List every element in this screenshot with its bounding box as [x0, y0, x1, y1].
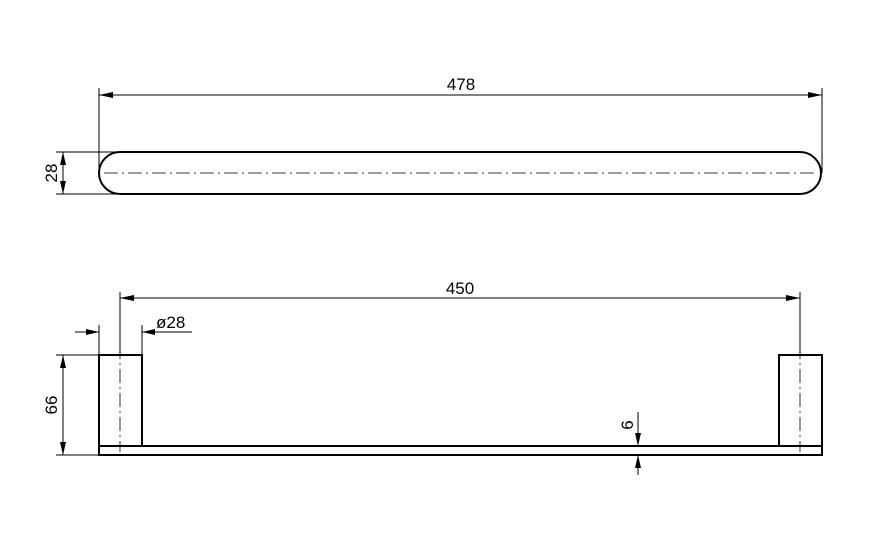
left-post	[98, 354, 143, 447]
right-post	[778, 354, 823, 447]
dim-dia-arrow-left	[86, 329, 99, 335]
dim-28-label: 28	[42, 164, 61, 183]
dim-dia-arrow-right	[142, 329, 155, 335]
dim-66-label: 66	[42, 396, 61, 415]
front-bar	[98, 445, 823, 456]
dim-66-arrow-bottom	[60, 442, 66, 455]
dim-478-arrow-right	[808, 92, 822, 98]
dim-478-label: 478	[447, 75, 475, 94]
top-view: 478 28	[42, 75, 823, 195]
dim-28-arrow-bottom	[60, 181, 66, 194]
dim-450-arrow-right	[786, 295, 800, 301]
dim-450-label: 450	[446, 279, 474, 298]
dim-6-arrow-upper	[635, 433, 641, 446]
dim-66-arrow-top	[60, 355, 66, 368]
front-view: 450 ø28 66 6	[42, 279, 823, 475]
dim-450-arrow-left	[120, 295, 134, 301]
dim-478-arrow-left	[99, 92, 113, 98]
dim-dia-label: ø28	[156, 313, 185, 332]
dim-6-arrow-lower	[635, 455, 641, 468]
dim-28-arrow-top	[60, 152, 66, 165]
dim-6-label: 6	[618, 420, 637, 429]
top-bar-outline	[98, 151, 822, 195]
